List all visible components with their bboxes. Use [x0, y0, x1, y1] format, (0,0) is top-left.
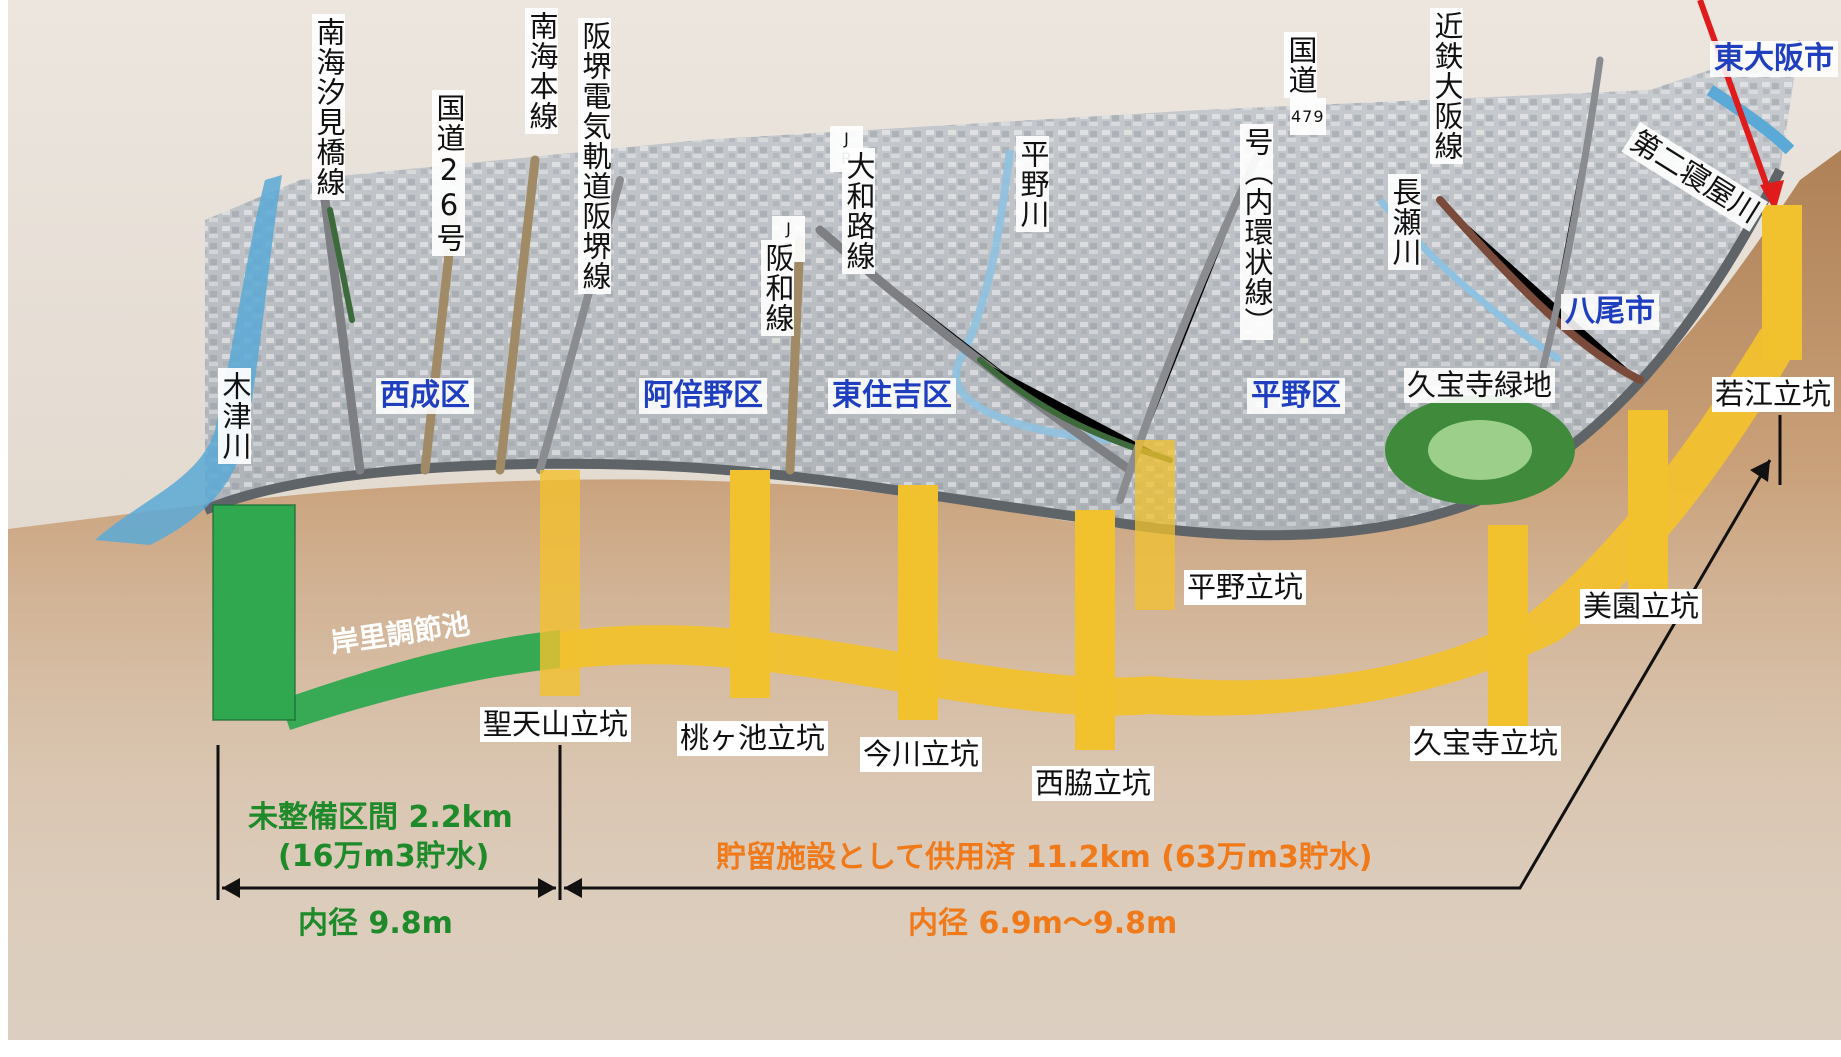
shaft-nishiwaki-label: 西脇立坑	[1032, 766, 1155, 801]
route479-num-label: 479	[1290, 98, 1326, 135]
shaft-momogaike-label: 桃ヶ池立坑	[677, 721, 829, 756]
shaft-misono-label: 美園立坑	[1580, 589, 1703, 624]
pointer-arrow	[1697, 0, 1775, 202]
route479-a-label: 国道	[1284, 32, 1318, 98]
ward-higashiosaka: 東大阪市	[1710, 41, 1838, 77]
daini-neyagawa-river	[1706, 85, 1795, 155]
rail-lines	[320, 56, 1644, 504]
kishinosato-shaft	[213, 505, 295, 720]
hankai-label: 阪堺電気軌道阪堺線	[578, 18, 612, 294]
inservice-diameter-label: 内径 6.9m～9.8m	[908, 906, 1178, 941]
hiranogawa-label: 平野川	[1016, 136, 1050, 232]
nankai-main-label: 南海本線	[525, 8, 559, 134]
shaft-seitenzan-label: 聖天山立坑	[480, 707, 632, 742]
hiranogawa-river	[952, 149, 1111, 444]
ward-nishinari: 西成区	[376, 378, 474, 414]
nankai-shiomibashi-label: 南海汐見橋線	[312, 14, 346, 200]
kuhoji-ryokuchi-label: 久宝寺緑地	[1404, 368, 1556, 403]
ward-abeno: 阿倍野区	[639, 378, 767, 414]
shaft-kuhoji-label: 久宝寺立坑	[1410, 726, 1562, 761]
shaft-imagawa-label: 今川立坑	[860, 737, 983, 772]
inservice-section-label: 貯留施設として供用済 11.2km (63万m3貯水)	[716, 840, 1373, 875]
ward-yao: 八尾市	[1561, 294, 1659, 330]
jr-hanwa-label: 阪和線	[761, 240, 795, 336]
shaft-wakae-label: 若江立坑	[1712, 377, 1835, 412]
shaft-hirano-label: 平野立坑	[1184, 570, 1307, 605]
unbuilt-diameter-label: 内径 9.8m	[298, 906, 453, 941]
unbuilt-storage-label: (16万m3貯水)	[278, 839, 490, 874]
unbuilt-section-label: 未整備区間 2.2km	[248, 800, 513, 835]
yellow-shafts	[540, 205, 1802, 750]
kizugawa-label: 木津川	[218, 368, 252, 464]
nagasegawa-label: 長瀬川	[1388, 174, 1422, 270]
route26-label: 国道26号	[432, 90, 466, 256]
ward-higashisumiyoshi: 東住吉区	[828, 378, 956, 414]
kintetsu-osaka-label: 近鉄大阪線	[1430, 8, 1464, 164]
jr-yamatoji-label: 大和路線	[842, 148, 876, 274]
ward-hirano: 平野区	[1247, 378, 1345, 414]
unbuilt-tunnel	[280, 630, 560, 730]
route479-b-label: 号（内環状線）	[1240, 124, 1274, 340]
